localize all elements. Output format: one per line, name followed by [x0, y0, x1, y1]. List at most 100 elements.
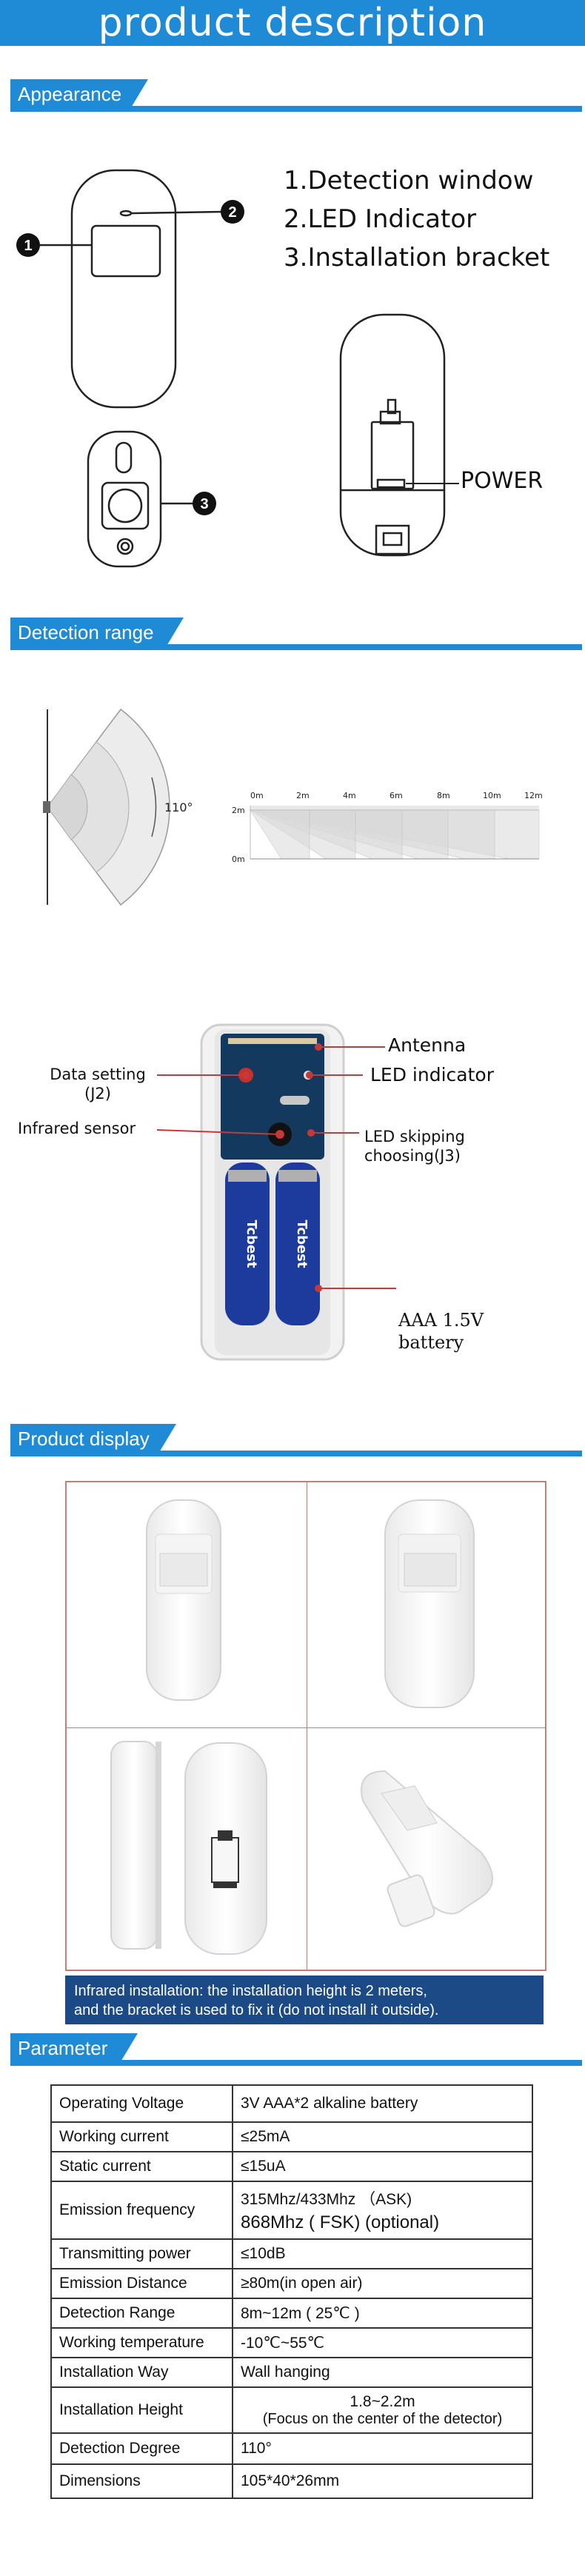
height-tick: 0m [232, 854, 245, 864]
battery-right [275, 1162, 320, 1325]
param-key: Installation Height [50, 2386, 233, 2434]
range-cones [249, 809, 540, 860]
detector-body [70, 169, 177, 409]
pcb [221, 1034, 324, 1160]
table-row: Static current ≤15uA [50, 2151, 533, 2182]
data-setting-sub: (J2) [84, 1085, 111, 1103]
battery-sub: battery [398, 1332, 464, 1353]
detection-range-diagram: 0m 2m 4m 6m 8m 10m 12m 2m 0m [232, 791, 543, 864]
table-row: Emission Distance ≥80m(in open air) [50, 2268, 533, 2299]
section-title: Detection range [10, 618, 184, 647]
led-indicator [119, 210, 133, 217]
section-header-parameter: Parameter [0, 2033, 585, 2067]
param-key: Emission Distance [50, 2268, 233, 2299]
section-header-detection: Detection range [0, 618, 585, 652]
battery-brand-right: Tcbest [294, 1220, 310, 1268]
section-rule [10, 2060, 582, 2066]
param-key: Working current [50, 2121, 233, 2152]
feature-item: 1.Detection window [284, 166, 534, 195]
table-row: Detection Degree 110° [50, 2432, 533, 2465]
power-switch [376, 478, 406, 489]
detection-angle-diagram: 110° [43, 708, 193, 906]
param-value: ≤15uA [232, 2151, 533, 2182]
param-key: Detection Degree [50, 2432, 233, 2465]
section-title: Appearance [10, 79, 148, 109]
param-key: Working temperature [50, 2327, 233, 2358]
callout-2 [221, 200, 244, 224]
table-row: Emission frequency 315Mhz/433Mhz （ASK) 8… [50, 2181, 533, 2240]
callout-3 [193, 492, 216, 515]
param-value-line: 868Mhz ( FSK) (optional) [241, 2212, 440, 2232]
param-value: 105*40*26mm [232, 2463, 533, 2499]
param-value: 3V AAA*2 alkaline battery [232, 2084, 533, 2123]
table-row: Installation Height 1.8~2.2m (Focus on t… [50, 2386, 533, 2434]
param-key: Detection Range [50, 2298, 233, 2329]
detector-front-drawing: 1 2 3 [16, 169, 244, 568]
param-value-multi: 1.8~2.2m (Focus on the center of the det… [232, 2386, 533, 2434]
led-skipping-title: LED skipping [364, 1128, 465, 1145]
caption-line: and the bracket is used to fix it (do no… [74, 2002, 439, 2018]
photo-on-bracket [361, 1770, 493, 1927]
callout-1 [16, 233, 40, 257]
section-header-appearance: Appearance [0, 79, 585, 113]
feature-list: 1.Detection window 2.LED Indicator 3.Ins… [284, 161, 549, 277]
param-key: Operating Voltage [50, 2084, 233, 2123]
table-row: Working temperature -10℃~55℃ [50, 2327, 533, 2358]
section-title: Parameter [10, 2033, 138, 2063]
param-value: ≥80m(in open air) [232, 2268, 533, 2299]
table-row: Dimensions 105*40*26mm [50, 2463, 533, 2499]
distance-tick: 2m [296, 791, 310, 800]
section-rule [10, 1451, 582, 1456]
battery-title: AAA 1.5V [398, 1310, 484, 1331]
photo-side-back [110, 1741, 267, 1955]
param-key: Transmitting power [50, 2238, 233, 2269]
param-value: 8m~12m ( 25℃ ) [232, 2298, 533, 2329]
table-row: Transmitting power ≤10dB [50, 2238, 533, 2269]
led-indicator-label: LED indicator [370, 1064, 494, 1085]
detector-back-drawing [339, 313, 459, 557]
circuit-board-photo: Tcbest Tcbest [200, 1023, 345, 1361]
callout-1-label: 1 [24, 238, 32, 254]
led-skipping-label: LED skipping choosing(J3) [364, 1127, 465, 1165]
infrared-sensor-label: Infrared sensor [18, 1120, 136, 1137]
param-value: Wall hanging [232, 2357, 533, 2388]
installation-bracket [87, 430, 162, 568]
installation-caption: Infrared installation: the installation … [65, 1976, 544, 2024]
height-tick: 2m [232, 806, 245, 815]
param-value: ≤25mA [232, 2121, 533, 2152]
section-title: Product display [10, 1424, 176, 1453]
photo-front [146, 1499, 221, 1701]
product-photos [110, 1499, 493, 1955]
detection-angle-label: 110° [164, 800, 193, 814]
distance-tick: 12m [524, 791, 543, 800]
param-key: Static current [50, 2151, 233, 2182]
distance-tick: 0m [250, 791, 264, 800]
param-key: Emission frequency [50, 2181, 233, 2240]
feature-item: 2.LED Indicator [284, 204, 477, 234]
table-row: Operating Voltage 3V AAA*2 alkaline batt… [50, 2084, 533, 2123]
distance-tick: 6m [390, 791, 403, 800]
data-setting-title: Data setting [50, 1065, 146, 1083]
callout-2-label: 2 [228, 204, 236, 221]
distance-tick: 4m [343, 791, 356, 800]
table-row: Installation Way Wall hanging [50, 2357, 533, 2388]
battery-left [225, 1162, 270, 1325]
photo-angled [384, 1499, 475, 1708]
distance-tick: 10m [483, 791, 501, 800]
antenna-label: Antenna [388, 1034, 467, 1056]
param-value: ≤10dB [232, 2238, 533, 2269]
section-rule [10, 644, 582, 650]
product-photo-grid [65, 1481, 546, 1971]
table-row: Detection Range 8m~12m ( 25℃ ) [50, 2298, 533, 2329]
battery-compartment [370, 421, 415, 490]
param-value: 110° [232, 2432, 533, 2465]
param-key: Dimensions [50, 2463, 233, 2499]
parameter-table: Operating Voltage 3V AAA*2 alkaline batt… [50, 2084, 533, 2499]
top-banner: product description [0, 0, 585, 46]
table-row: Working current ≤25mA [50, 2121, 533, 2152]
caption-line: Infrared installation: the installation … [74, 1983, 427, 1999]
battery-brand-left: Tcbest [244, 1220, 259, 1268]
param-value-line: 1.8~2.2m [350, 2392, 415, 2410]
power-label: POWER [461, 468, 544, 494]
page-title: product description [98, 1, 487, 45]
